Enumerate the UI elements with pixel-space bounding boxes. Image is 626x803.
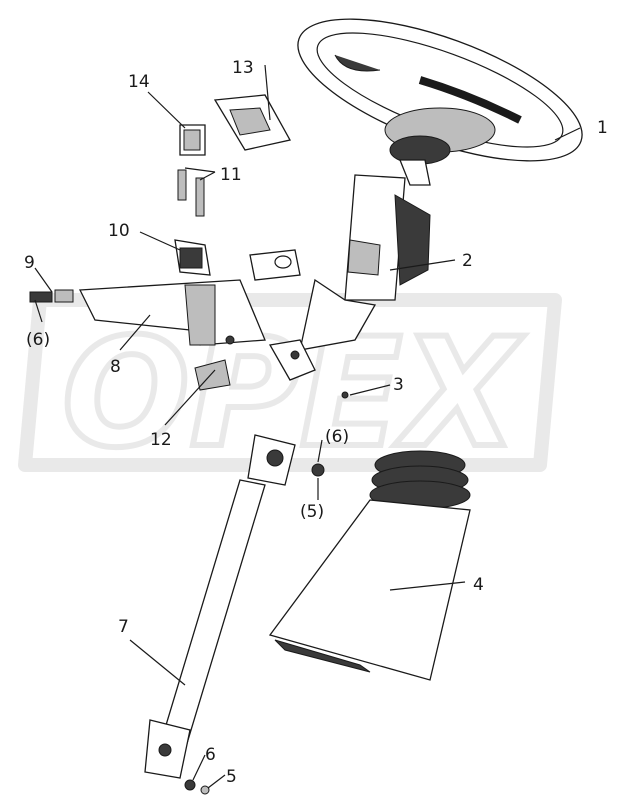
clip-10: [174, 239, 211, 276]
bolt-9: [29, 289, 74, 303]
callout-12: 12: [150, 430, 172, 450]
callout-8: 8: [110, 357, 121, 377]
callout-10: 10: [108, 221, 130, 241]
callout-5-paren: (5): [300, 502, 324, 522]
column-housing: [299, 174, 431, 351]
callout-14: 14: [128, 72, 150, 92]
leader-lines: [34, 64, 581, 789]
callout-9: 9: [24, 253, 35, 273]
callout-4: 4: [473, 575, 484, 595]
callout-6-paren-right: (6): [325, 427, 349, 447]
pins-11: [177, 169, 205, 217]
callout-6-paren-left: (6): [26, 330, 50, 350]
callout-2: 2: [462, 251, 473, 271]
part-13: [213, 94, 291, 151]
rubber-boot: [268, 450, 471, 681]
callout-1: 1: [597, 118, 608, 138]
callout-6: 6: [205, 745, 216, 765]
callout-3: 3: [393, 375, 404, 395]
steering-wheel: [297, 18, 583, 186]
connector-14: [179, 124, 206, 156]
callout-7: 7: [118, 617, 129, 637]
callouts: 1 2 3 4 5 (5) 6 (6) (6) 7 8 9 10 11 12 1…: [24, 58, 608, 787]
support-bracket: [78, 249, 301, 346]
callout-11: 11: [220, 165, 242, 185]
intermediate-shaft: [144, 434, 325, 795]
lower-bracket: [268, 339, 349, 399]
callout-13: 13: [232, 58, 254, 78]
callout-5: 5: [226, 767, 237, 787]
